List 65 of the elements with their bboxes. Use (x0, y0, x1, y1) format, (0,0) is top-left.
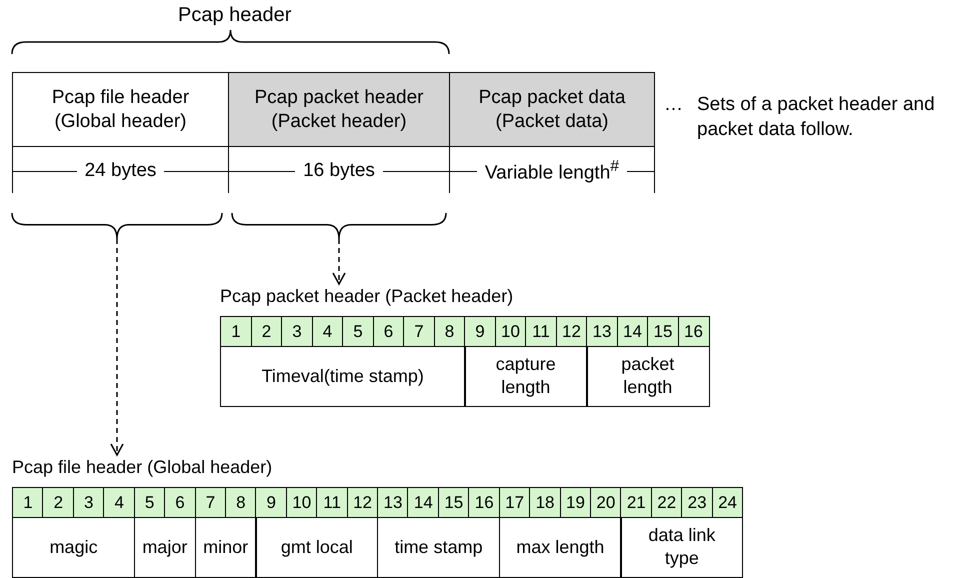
byte-number-cell: 10 (286, 487, 318, 518)
byte-number-cell: 4 (103, 487, 136, 518)
byte-number-cell: 4 (312, 316, 344, 347)
ellipsis-text: … (664, 94, 683, 116)
byte-number-cell: 19 (560, 487, 592, 518)
byte-number-cell: 8 (434, 316, 466, 347)
byte-number-cell: 3 (281, 316, 313, 347)
byte-number-cell: 24 (712, 487, 744, 518)
byte-number-cell: 17 (498, 487, 531, 518)
column-heading: Pcap file header (Global header) (50, 86, 190, 134)
column-heading: Pcap packet data (Packet data) (478, 86, 626, 134)
dashed-arrow (332, 239, 346, 285)
byte-number-cell: 20 (590, 487, 622, 518)
byte-number-cell: 11 (316, 487, 348, 518)
byte-number-cell: 12 (556, 316, 588, 347)
byte-number-cell: 12 (346, 487, 378, 518)
field-cell: gmt local (255, 516, 378, 578)
table-title: Pcap packet header (Packet header) (220, 286, 514, 307)
byte-number-cell: 22 (650, 487, 683, 518)
field-cell: minor (194, 516, 257, 578)
curly-bracket (231, 212, 447, 240)
byte-number-cell: 2 (250, 316, 282, 347)
byte-number-cell: 5 (342, 316, 374, 347)
byte-number-cell: 16 (678, 316, 710, 347)
byte-number-cell: 7 (403, 316, 435, 347)
byte-number-cell: 9 (464, 316, 496, 347)
byte-number-cell: 16 (468, 487, 500, 518)
byte-length-text: Variable length$^{#}$ (484, 158, 620, 184)
byte-length-text: 16 bytes (302, 160, 376, 182)
header-column (449, 72, 655, 193)
byte-number-cell: 1 (12, 487, 44, 518)
curly-bracket (11, 212, 223, 240)
header-column (12, 72, 229, 193)
column-heading: Pcap packet header (Packet header) (253, 86, 424, 134)
byte-number-cell: 14 (407, 487, 440, 518)
byte-number-cell: 13 (586, 316, 618, 347)
byte-number-cell: 15 (647, 316, 679, 347)
field-cell: magic (12, 516, 136, 578)
field-cell: packet length (586, 346, 710, 407)
byte-number-cell: 9 (255, 487, 288, 518)
byte-number-cell: 1 (220, 316, 252, 347)
byte-number-cell: 14 (616, 316, 648, 347)
table-title: Pcap file header (Global header) (12, 457, 272, 478)
byte-number-cell: 6 (164, 487, 196, 518)
byte-number-cell: 6 (372, 316, 404, 347)
field-cell: data link type (620, 516, 744, 578)
byte-number-cell: 2 (42, 487, 74, 518)
byte-number-cell: 18 (529, 487, 561, 518)
byte-number-cell: 21 (620, 487, 652, 518)
dashed-arrow (110, 239, 124, 456)
field-cell: Timeval(time stamp) (220, 346, 466, 407)
field-cell: max length (498, 516, 622, 578)
byte-number-cell: 3 (72, 487, 105, 518)
byte-number-cell: 7 (194, 487, 226, 518)
bracket-label: Pcap header (178, 4, 292, 27)
byte-number-cell: 15 (438, 487, 470, 518)
byte-number-cell: 11 (525, 316, 557, 347)
byte-number-cell: 8 (224, 487, 257, 518)
byte-length-text: 24 bytes (84, 160, 158, 182)
field-cell: capture length (464, 346, 588, 407)
note-text: Sets of a packet header and packet data follow. (697, 93, 936, 142)
byte-number-cell: 5 (134, 487, 166, 518)
byte-number-cell: 23 (681, 487, 714, 518)
byte-number-cell: 10 (494, 316, 526, 347)
byte-number-cell: 13 (377, 487, 409, 518)
